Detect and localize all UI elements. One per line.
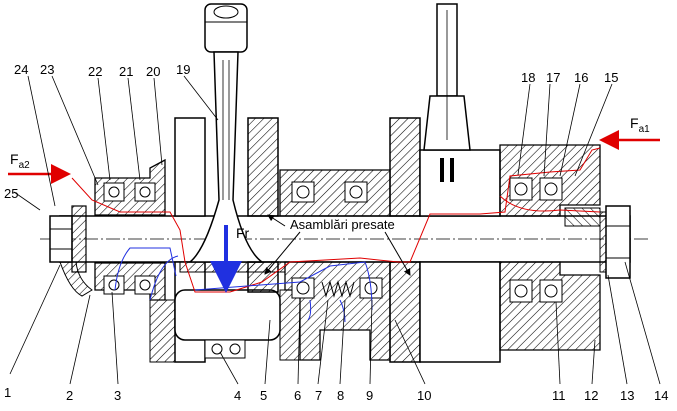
assembly-note-leaders: [264, 214, 411, 276]
part-6: 6: [294, 388, 301, 403]
part-25: 25: [4, 186, 18, 201]
part-16: 16: [574, 70, 588, 85]
part-number-leaders: [9, 75, 661, 385]
part-4: 4: [234, 388, 241, 403]
part-18: 18: [521, 70, 535, 85]
axial-force-left-label: Fa2: [10, 151, 30, 171]
part-2: 2: [66, 388, 73, 403]
part-10: 10: [417, 388, 431, 403]
part-11: 11: [552, 388, 566, 403]
main-shaft: [40, 215, 650, 263]
radial-force-label: Fr: [236, 225, 250, 241]
left-nut: [49, 205, 93, 297]
part-numbers-left: 25: [4, 186, 18, 201]
part-22: 22: [88, 64, 102, 79]
part-17: 17: [546, 70, 560, 85]
part-3: 3: [114, 388, 121, 403]
axial-force-right-label: Fa1: [630, 115, 650, 135]
part-7: 7: [315, 388, 322, 403]
part-numbers-bottom: 1 2 3 4 5 6 7 8 9 10 11 12 13 14: [4, 385, 668, 403]
part-20: 20: [146, 64, 160, 79]
part-14: 14: [654, 388, 668, 403]
red-load-path: [71, 147, 601, 293]
second-connecting-rod: [423, 3, 471, 182]
part-9: 9: [366, 388, 373, 403]
right-bearing-housing: [499, 144, 601, 351]
part-15: 15: [604, 70, 618, 85]
middle-bearing-housing: [279, 169, 391, 361]
middle-crank-web: [247, 117, 279, 293]
assembly-note-label: Asamblări presate: [290, 217, 395, 232]
part-23: 23: [40, 62, 54, 77]
part-12: 12: [584, 388, 598, 403]
right-nut: [599, 205, 631, 279]
part-numbers-top: 24 23 22 21 20 19 18 17 16 15: [14, 62, 618, 85]
part-21: 21: [119, 64, 133, 79]
part-5: 5: [260, 388, 267, 403]
part-19: 19: [176, 62, 190, 77]
part-8: 8: [337, 388, 344, 403]
part-1: 1: [4, 385, 11, 400]
part-24: 24: [14, 62, 28, 77]
part-13: 13: [620, 388, 634, 403]
